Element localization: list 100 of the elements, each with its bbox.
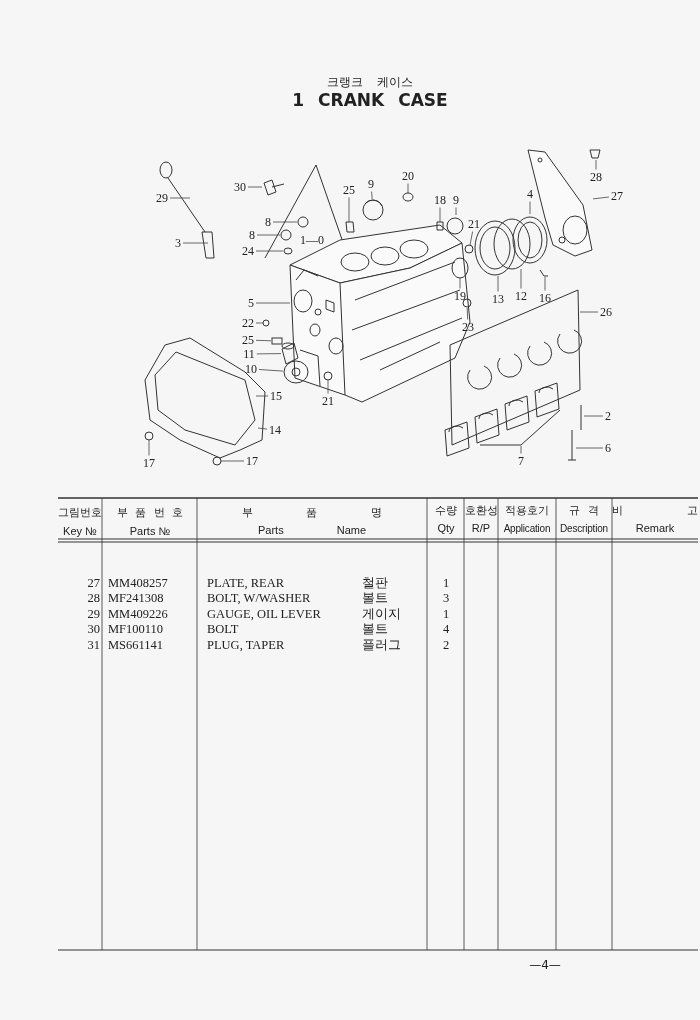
leader-line <box>592 196 610 200</box>
leader-line <box>258 369 284 372</box>
header-text: R/P <box>471 522 491 534</box>
callout-number: 30 <box>233 180 247 194</box>
callout-number: 23 <box>461 320 475 334</box>
leader-line <box>520 268 522 289</box>
quantity: 1 <box>442 575 450 591</box>
part-number: MF241308 <box>108 591 164 606</box>
ring-drawing <box>297 216 309 228</box>
korean-title: 크랭크 케이스 <box>327 73 413 91</box>
korean-part-name: 철판 <box>362 574 388 592</box>
ring-drawing <box>280 229 292 241</box>
page-number: —4— <box>529 958 561 972</box>
leader-line <box>272 221 298 223</box>
part-number: MF100110 <box>108 622 164 637</box>
korean-part-name: 게이지 <box>362 605 401 623</box>
leader-line <box>595 159 597 170</box>
header-text: 그림번호 <box>58 504 102 520</box>
cup-plug-drawing <box>362 199 384 221</box>
quantity: 3 <box>442 591 450 606</box>
plug-drawing <box>283 247 293 255</box>
pulley-drawing <box>283 360 309 384</box>
part-number: MS661141 <box>108 637 164 653</box>
callout-number: 5 <box>247 296 255 310</box>
leader-line <box>583 415 604 417</box>
callout-number: 9 <box>367 177 375 191</box>
callout-number: 18 <box>433 193 447 207</box>
leader-line <box>257 427 268 430</box>
quantity: 4 <box>442 622 450 637</box>
leader-line <box>529 201 531 215</box>
header-text: Key № <box>63 525 97 537</box>
key-number: 31 <box>87 637 100 653</box>
leader-line <box>469 231 473 246</box>
callout-number: 17 <box>245 454 259 468</box>
key-number: 30 <box>87 622 100 637</box>
callout-number: 25 <box>342 183 356 197</box>
callout-number: 6 <box>604 441 612 455</box>
callout-number: 3 <box>174 236 182 250</box>
header-text: Remark <box>635 522 675 534</box>
key-number: 27 <box>87 575 100 591</box>
callout-number: 11 <box>242 347 256 361</box>
leader-line <box>255 322 264 324</box>
callout-number: 21 <box>467 217 481 231</box>
part-name: BOLT, W/WASHER <box>207 591 311 606</box>
korean-part-name: 플러그 <box>362 636 401 654</box>
leader-line <box>255 250 284 252</box>
leader-line <box>459 277 461 289</box>
leader-line <box>497 275 499 292</box>
header-text: 적용호기 <box>505 502 549 518</box>
leader-line <box>255 302 291 304</box>
callout-number: 8 <box>264 215 272 229</box>
callout-number: 19 <box>453 289 467 303</box>
callout-number: 14 <box>268 423 282 437</box>
title: 1 CRANK CASE <box>292 90 448 110</box>
callout-number: 28 <box>589 170 603 184</box>
leader-line <box>439 207 441 223</box>
leader-line <box>575 447 604 449</box>
leader-line <box>327 379 329 394</box>
callout-number: 12 <box>514 289 528 303</box>
part-name: PLATE, REAR <box>207 575 285 591</box>
leader-line <box>169 197 191 199</box>
plug-drawing <box>462 298 472 308</box>
callout-number: 8 <box>248 228 256 242</box>
leader-line <box>148 439 150 456</box>
header-text: Qty <box>437 522 455 534</box>
quantity: 2 <box>442 637 450 653</box>
pin-drawing <box>271 337 283 345</box>
callout-number: 22 <box>241 316 255 330</box>
callout-number: 15 <box>269 389 283 403</box>
part-name: BOLT <box>207 622 239 637</box>
key-number: 29 <box>87 606 100 622</box>
callout-number: 24 <box>241 244 255 258</box>
header-text: Description <box>560 522 608 534</box>
key-number: 28 <box>87 591 100 606</box>
header-text: Parts Name <box>257 524 367 536</box>
leader-line <box>520 445 522 454</box>
part-number: MM409226 <box>108 606 168 622</box>
leader-line <box>407 183 409 194</box>
callout-number: 16 <box>538 291 552 305</box>
part-number: MM408257 <box>108 575 168 591</box>
callout-number: 20 <box>401 169 415 183</box>
part-name: GAUGE, OIL LEVER <box>207 606 321 622</box>
header-text: 수량 <box>435 502 457 518</box>
header-text: 비 고 <box>612 502 698 518</box>
callout-number: 25 <box>241 333 255 347</box>
callout-number: 27 <box>610 189 624 203</box>
header-text: 호환성 <box>464 502 498 518</box>
header-text: Application <box>503 522 551 534</box>
callout-number: 13 <box>491 292 505 306</box>
leader-line <box>466 307 469 320</box>
leader-line <box>455 207 457 216</box>
part-name: PLUG, TAPER <box>207 637 285 653</box>
callout-number: 4 <box>526 187 534 201</box>
pulley-drawing <box>281 342 299 365</box>
callout-number: 7 <box>517 454 525 468</box>
leader-line <box>544 276 546 291</box>
callout-number: 10 <box>244 362 258 376</box>
leader-line <box>348 197 350 223</box>
leader-line <box>256 234 281 236</box>
callout-number: 26 <box>599 305 613 319</box>
